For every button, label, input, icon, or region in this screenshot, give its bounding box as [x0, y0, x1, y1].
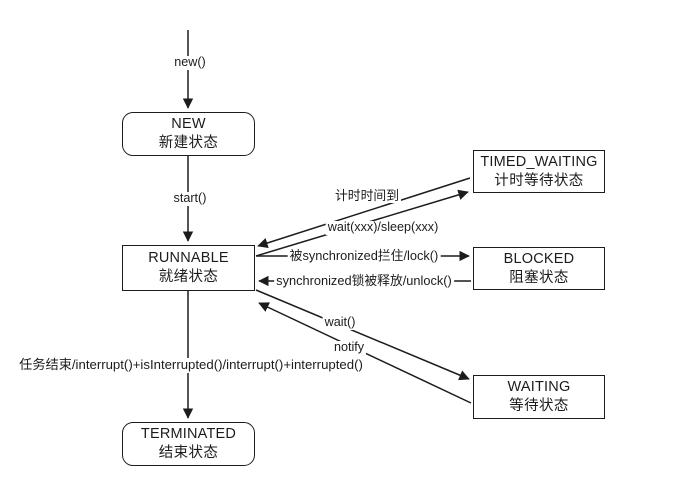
edge-wait-line [255, 289, 470, 381]
node-terminated[interactable]: TERMINATED 结束状态 [122, 422, 255, 466]
node-terminated-label-en: TERMINATED [140, 426, 237, 443]
node-timed-waiting-label-cn: 计时等待状态 [494, 172, 584, 189]
node-runnable-label-en: RUNNABLE [148, 250, 229, 267]
edge-label-notify: notify [331, 340, 367, 355]
node-runnable-label-cn: 就绪状态 [158, 269, 219, 285]
node-waiting-label-cn: 等待状态 [509, 398, 569, 414]
node-terminated-label-cn: 结束状态 [158, 445, 219, 461]
edge-label-start: start() [171, 191, 209, 206]
node-new-label-cn: 新建状态 [158, 135, 219, 151]
edge-label-wait: wait() [322, 315, 358, 330]
node-timed-waiting-label-en: TIMED_WAITING [480, 153, 598, 170]
node-new[interactable]: NEW 新建状态 [122, 112, 255, 156]
edge-label-lock: 被synchronized拦住/lock() [287, 248, 441, 264]
node-blocked-label-en: BLOCKED [503, 250, 575, 267]
node-waiting-label-en: WAITING [507, 379, 571, 396]
edge-label-unlock: synchronized锁被释放/unlock() [274, 273, 454, 289]
node-timed-waiting[interactable]: TIMED_WAITING 计时等待状态 [473, 150, 605, 193]
node-blocked-label-cn: 阻塞状态 [509, 269, 569, 286]
edge-label-timer-expired: 计时时间到 [333, 188, 401, 204]
node-new-label-en: NEW [171, 116, 206, 133]
edge-label-terminate: 任务结束/interrupt()+isInterrupted()/interru… [17, 357, 365, 373]
edge-timer-expired-line [257, 177, 471, 249]
node-blocked[interactable]: BLOCKED 阻塞状态 [473, 247, 605, 290]
node-runnable[interactable]: RUNNABLE 就绪状态 [122, 245, 255, 291]
node-waiting[interactable]: WAITING 等待状态 [473, 375, 605, 419]
edge-label-new: new() [172, 55, 208, 70]
edge-label-wait-sleep: wait(xxx)/sleep(xxx) [325, 220, 441, 235]
